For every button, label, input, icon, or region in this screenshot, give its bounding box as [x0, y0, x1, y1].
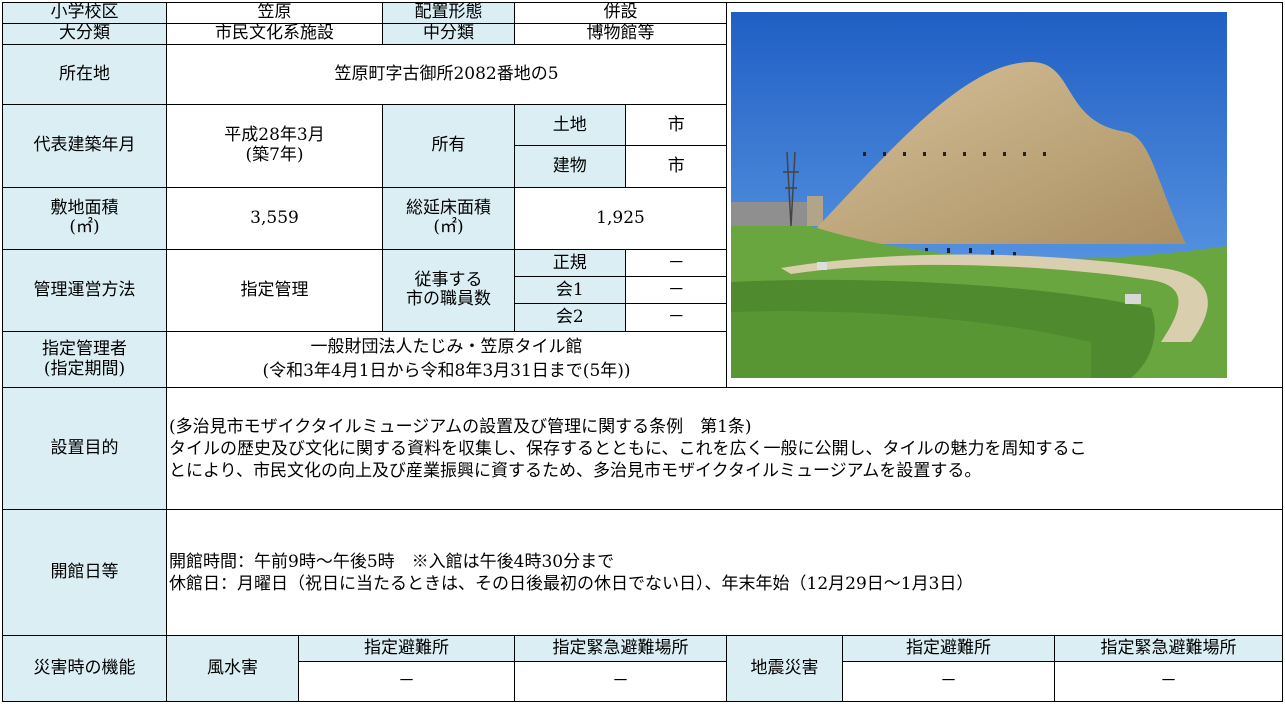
location-label: 所在地 — [2, 44, 167, 105]
purpose-line3: とにより、市民文化の向上及び産業振興に資するため、多治見市モザイクタイルミュージ… — [169, 460, 982, 481]
designated-manager-label-line2: (指定期間) — [43, 358, 126, 379]
construction-label: 代表建築年月 — [2, 104, 167, 188]
purpose-label: 設置目的 — [2, 387, 167, 510]
building-value: 市 — [624, 145, 726, 187]
site-area-label-line2: (㎡) — [69, 217, 100, 238]
purpose-line1: (多治見市モザイクタイルミュージアムの設置及び管理に関する条例 第1条) — [169, 416, 752, 437]
location-value: 笠原町字古御所2082番地の5 — [166, 44, 727, 105]
placement-form-label: 配置形態 — [382, 2, 515, 24]
middle-category-label: 中分類 — [382, 23, 515, 45]
school-district-label: 小学校区 — [2, 2, 167, 24]
quake-label: 地震災害 — [726, 635, 843, 702]
floor-area-value: 1,925 — [514, 186, 727, 250]
purpose-line2: タイルの歴史及び文化に関する資料を収集し、保存するとともに、これを広く一般に公開… — [169, 438, 1087, 459]
opening-closed: 休館日：月曜日（祝日に当たるときは、その日後最初の休日でない日）、年末年始（12… — [169, 573, 974, 594]
museum-photo — [731, 12, 1227, 378]
floor-area-label-line1: 総延床面積 — [406, 197, 491, 218]
opening-hours: 開館時間：午前9時～午後5時 ※入館は午後4時30分まで — [169, 551, 615, 572]
staff-type-kai2: 会2 — [515, 303, 626, 331]
flood-shelter-label: 指定避難所 — [298, 635, 515, 662]
staff-type-regular: 正規 — [515, 250, 626, 278]
opening-text: 開館時間：午前9時～午後5時 ※入館は午後4時30分まで 休館日：月曜日（祝日に… — [166, 509, 1283, 636]
designated-manager-name: 一般財団法人たじみ・笠原タイル館 — [310, 336, 583, 357]
museum-building — [801, 62, 1186, 244]
building-windows — [863, 152, 1046, 257]
school-district-value: 笠原 — [166, 2, 383, 24]
major-category-value: 市民文化系施設 — [166, 23, 383, 45]
site-area-label: 敷地面積 (㎡) — [2, 186, 167, 250]
staff-type-kai1: 会1 — [515, 276, 626, 305]
placement-form-value: 併設 — [514, 2, 727, 24]
pylon — [783, 151, 799, 227]
quake-shelter-label: 指定避難所 — [842, 635, 1055, 662]
floor-area-label: 総延床面積 (㎡) — [382, 186, 515, 250]
building-label: 建物 — [515, 145, 626, 187]
quake-shelter-value: － — [842, 661, 1055, 702]
floor-area-label-line2: (㎡) — [433, 217, 464, 238]
flood-evac-label: 指定緊急避難場所 — [514, 635, 727, 662]
designated-manager-label: 指定管理者 (指定期間) — [2, 331, 167, 388]
flood-label: 風水害 — [166, 635, 299, 702]
management-value: 指定管理 — [166, 248, 383, 333]
purpose-text: (多治見市モザイクタイルミュージアムの設置及び管理に関する条例 第1条) タイル… — [166, 387, 1283, 510]
staff-count-regular: － — [624, 250, 726, 278]
staff-label-line2: 市の職員数 — [406, 289, 491, 310]
land-value: 市 — [624, 105, 726, 147]
middle-category-value: 博物館等 — [514, 23, 727, 45]
opening-label: 開館日等 — [2, 509, 167, 636]
construction-age: (築7年) — [245, 144, 304, 165]
designated-manager-value: 一般財団法人たじみ・笠原タイル館 (令和3年4月1日から令和8年3月31日まで(… — [166, 331, 727, 388]
quake-evac-value: － — [1054, 661, 1283, 702]
flood-shelter-value: － — [298, 661, 515, 702]
designated-manager-label-line1: 指定管理者 — [42, 338, 127, 359]
site-area-label-line1: 敷地面積 — [50, 197, 119, 218]
staff-label-line1: 従事する — [414, 269, 483, 290]
management-label: 管理運営方法 — [2, 248, 167, 333]
major-category-label: 大分類 — [2, 23, 167, 45]
designated-manager-period: (令和3年4月1日から令和8年3月31日まで(5年)) — [262, 360, 631, 381]
staff-count-kai2: － — [624, 303, 726, 331]
distant-houses — [731, 202, 821, 226]
disaster-label: 災害時の機能 — [2, 635, 167, 702]
staff-label: 従事する 市の職員数 — [382, 248, 515, 333]
staff-count-kai1: － — [624, 276, 726, 305]
construction-value: 平成28年3月 (築7年) — [166, 104, 383, 188]
construction-date: 平成28年3月 — [224, 125, 325, 146]
photo-cell — [726, 2, 1283, 388]
bench — [1125, 294, 1141, 304]
flood-evac-value: － — [514, 661, 727, 702]
ownership-label: 所有 — [382, 104, 515, 188]
staff-grid: 正規 － 会1 － 会2 － — [514, 248, 727, 333]
land-label: 土地 — [515, 105, 626, 147]
ownership-grid: 土地 市 建物 市 — [514, 104, 727, 188]
site-area-value: 3,559 — [166, 186, 383, 250]
quake-evac-label: 指定緊急避難場所 — [1054, 635, 1283, 662]
